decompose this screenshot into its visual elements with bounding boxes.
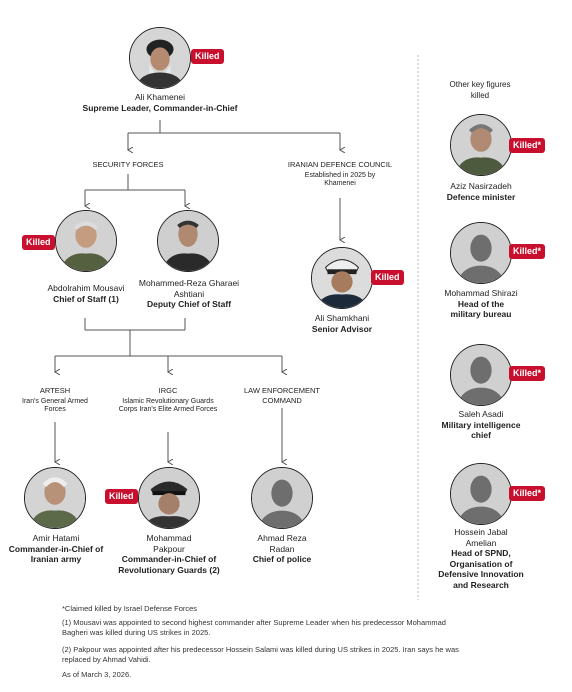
- footnote-date: As of March 3, 2026.: [62, 670, 132, 679]
- khamenei-portrait: [129, 27, 191, 89]
- amelian-name-block: Hossein Jabal Amelian Head of SPND, Orga…: [426, 527, 536, 590]
- nasirzadeh-portrait: [450, 114, 512, 176]
- nasirzadeh-name: Aziz Nasirzadeh: [450, 181, 512, 191]
- killed-badge: Killed: [22, 235, 55, 250]
- others-heading: Other key figures killed: [449, 80, 511, 100]
- killed-star-badge: Killed*: [509, 366, 546, 381]
- footnote-2: (2) Pakpour was appointed after his pred…: [62, 645, 459, 664]
- killed-star-badge: Killed*: [509, 244, 546, 259]
- hatami-name: Amir Hatami: [32, 533, 80, 543]
- artesh-sub: Iran's General Armed Forces: [22, 397, 88, 414]
- pakpour-name: Mohammad Pakpour: [146, 533, 192, 554]
- defence-council-sub: Established in 2025 by Khamenei: [304, 171, 376, 188]
- mousavi-portrait: [55, 210, 117, 272]
- asadi-name-block: Saleh Asadi Military intelligence chief: [432, 409, 530, 441]
- pakpour-title: Commander-in-Chief of Revolutionary Guar…: [118, 554, 220, 575]
- killed-star-badge: Killed*: [509, 138, 546, 153]
- shamkhani-name-block: Ali Shamkhani Senior Advisor: [290, 313, 394, 334]
- killed-badge: Killed: [191, 49, 224, 64]
- pakpour-name-block: Mohammad Pakpour Commander-in-Chief of R…: [100, 533, 238, 575]
- shirazi-portrait: [450, 222, 512, 284]
- security-forces-label: SECURITY FORCES: [92, 160, 164, 169]
- killed-star-badge: Killed*: [509, 486, 546, 501]
- ashtiani-portrait: [157, 210, 219, 272]
- pakpour-portrait: [138, 467, 200, 529]
- irgc-sub: Islamic Revolutionary Guards Corps Iran'…: [118, 397, 218, 414]
- hatami-portrait: [24, 467, 86, 529]
- hatami-title: Commander-in-Chief of Iranian army: [8, 543, 104, 565]
- nasirzadeh-name-block: Aziz Nasirzadeh Defence minister: [432, 181, 530, 202]
- radan-title: Chief of police: [252, 554, 312, 564]
- shirazi-name-block: Mohammad Shirazi Head of the military bu…: [430, 288, 532, 320]
- asadi-portrait: [450, 344, 512, 406]
- defence-council-label: IRANIAN DEFENCE COUNCIL Established in 2…: [280, 160, 400, 189]
- irgc-title: IRGC: [158, 386, 178, 395]
- asadi-title: Military intelligence chief: [441, 419, 521, 441]
- ashtiani-name: Mohammed-Reza Gharaei Ashtiani: [138, 278, 240, 299]
- khamenei-title: Supreme Leader, Commander-in-Chief: [82, 102, 238, 113]
- mousavi-name: Abdolrahim Mousavi: [47, 283, 125, 293]
- amelian-title: Head of SPND, Organisation of Defensive …: [438, 548, 524, 590]
- artesh-label: ARTESH Iran's General Armed Forces: [20, 386, 90, 415]
- killed-badge: Killed: [105, 489, 138, 504]
- mousavi-name-block: Abdolrahim Mousavi Chief of Staff (1): [30, 283, 142, 304]
- defence-council-title: IRANIAN DEFENCE COUNCIL: [287, 160, 393, 169]
- asadi-name: Saleh Asadi: [458, 409, 504, 419]
- artesh-title: ARTESH: [39, 386, 71, 395]
- ashtiani-name-block: Mohammed-Reza Gharaei Ashtiani Deputy Ch…: [130, 278, 248, 310]
- shirazi-name: Mohammad Shirazi: [444, 288, 518, 298]
- radan-name-block: Ahmad Reza Radan Chief of police: [240, 533, 324, 565]
- ashtiani-title: Deputy Chief of Staff: [146, 299, 232, 309]
- nasirzadeh-title: Defence minister: [446, 191, 516, 202]
- shamkhani-portrait: [311, 247, 373, 309]
- law-enforcement-label: LAW ENFORCEMENT COMMAND: [244, 386, 320, 405]
- footnote-1: (1) Mousavi was appointed to second high…: [62, 618, 446, 637]
- irgc-label: IRGC Islamic Revolutionary Guards Corps …: [118, 386, 218, 415]
- killed-badge: Killed: [371, 270, 404, 285]
- radan-name: Ahmad Reza Radan: [257, 533, 307, 554]
- amelian-name: Hossein Jabal Amelian: [454, 527, 508, 548]
- shamkhani-title: Senior Advisor: [311, 323, 373, 334]
- mousavi-title: Chief of Staff (1): [53, 293, 119, 304]
- footnote-claimed: *Claimed killed by Israel Defense Forces: [62, 604, 198, 613]
- khamenei-name-block: Ali Khamenei Supreme Leader, Commander-i…: [60, 92, 260, 113]
- amelian-portrait: [450, 463, 512, 525]
- hatami-name-block: Amir Hatami Commander-in-Chief of Irania…: [4, 533, 108, 565]
- shamkhani-name: Ali Shamkhani: [314, 313, 370, 323]
- khamenei-name: Ali Khamenei: [134, 92, 186, 102]
- shirazi-title: Head of the military bureau: [450, 298, 512, 320]
- radan-portrait: [251, 467, 313, 529]
